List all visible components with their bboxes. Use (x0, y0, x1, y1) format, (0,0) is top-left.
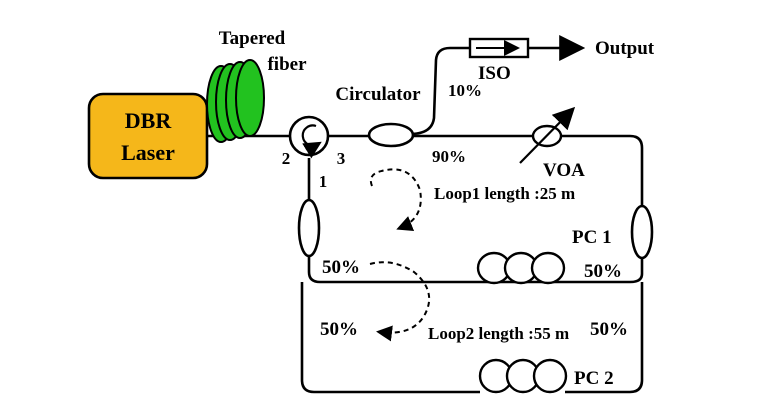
split-10-label: 10% (448, 81, 482, 100)
loop2-length-label: Loop2 length :55 m (428, 324, 569, 343)
dbr-laser-box (87, 92, 209, 180)
pc1-icon (476, 251, 566, 285)
loop1-direction-indicator (369, 168, 422, 231)
tapered-fiber-icon (206, 59, 265, 143)
left-loop2-corner (300, 379, 480, 394)
loop1-length-label: Loop1 length :25 m (434, 184, 575, 203)
port-2-label: 2 (282, 149, 291, 168)
circulator-label: Circulator (335, 84, 421, 105)
voa-label: VOA (543, 160, 585, 181)
circulator-icon (288, 115, 330, 159)
coupler1-right-label: 50% (584, 261, 622, 282)
loop2-direction-indicator (369, 261, 431, 342)
output-coupler-icon (367, 122, 415, 148)
right-loop2-corner (565, 379, 644, 394)
port-3-label: 3 (337, 149, 346, 168)
pc2-icon (478, 358, 568, 394)
top-right-corner (629, 134, 644, 206)
left-coupler-icon (297, 198, 321, 258)
right-bottom-corner-loop1 (629, 273, 644, 284)
voa-icon (519, 106, 576, 164)
tapered-label-line1: Tapered (219, 28, 286, 49)
left-bottom-corner-loop1 (307, 271, 321, 284)
pc2-label: PC 2 (574, 368, 614, 389)
coupler2-left-label: 50% (320, 319, 358, 340)
laser-label-line2: Laser (121, 140, 175, 165)
laser-label-line1: DBR (125, 108, 173, 133)
pc1-label: PC 1 (572, 227, 612, 248)
port-1-label: 1 (319, 172, 328, 191)
right-coupler-icon (630, 204, 654, 260)
output-label: Output (595, 38, 655, 59)
split-90-label: 90% (432, 147, 466, 166)
iso-label: ISO (478, 63, 511, 84)
isolator-icon (468, 37, 530, 59)
coupler2-right-label: 50% (590, 319, 628, 340)
tapered-label-line2: fiber (267, 54, 307, 75)
output-branch-fiber (409, 46, 470, 136)
coupler1-left-label: 50% (322, 257, 360, 278)
